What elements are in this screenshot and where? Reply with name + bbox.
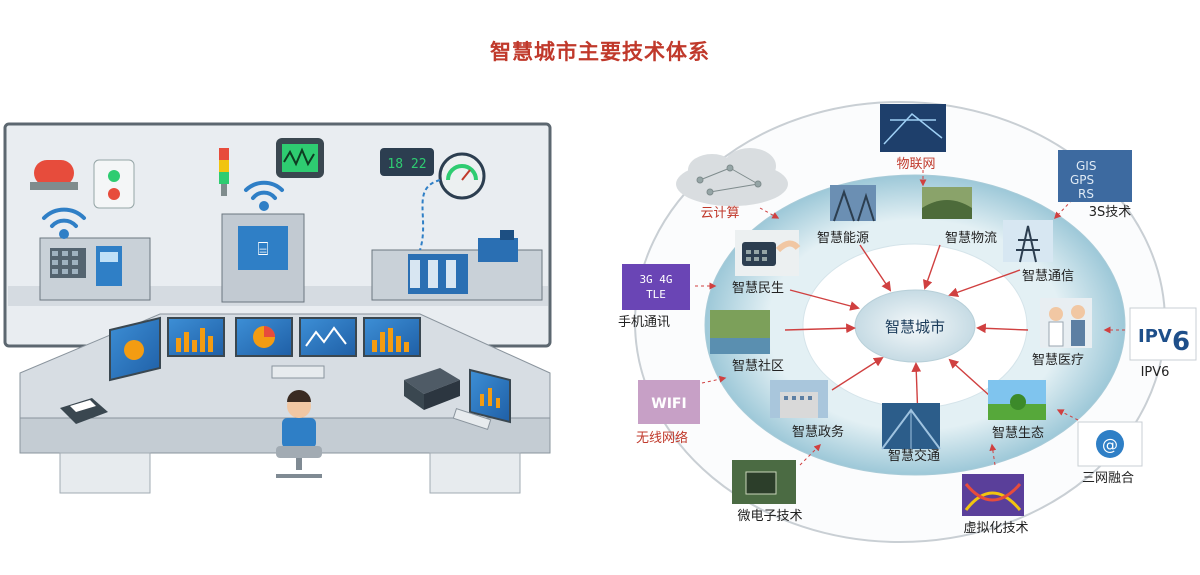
- svg-text:IPV: IPV: [1138, 326, 1172, 347]
- smart-livelihood-photo: [735, 230, 801, 276]
- stop-switch-icon: [93, 159, 135, 209]
- desk-monitor-pie: [235, 317, 293, 357]
- outer-label-iot: 物联网: [896, 157, 935, 172]
- operator-figure: [276, 390, 322, 478]
- inner-label-medical: 智慧医疗: [1032, 352, 1084, 368]
- smart-government-photo: [770, 380, 828, 418]
- alarm-light-icon: [30, 160, 78, 190]
- machine-left: [39, 237, 151, 301]
- svg-text:@: @: [1102, 435, 1118, 454]
- ipv6-icon: IPV 6: [1129, 307, 1197, 361]
- smart-city-diagram: 智慧城市 智慧能源 智慧物流: [618, 101, 1197, 543]
- inner-label-communication: 智慧通信: [1022, 268, 1074, 284]
- page-title: 智慧城市主要技术体系: [490, 40, 710, 64]
- oscilloscope-icon: [276, 138, 324, 178]
- inner-label-livelihood: 智慧民生: [732, 280, 784, 296]
- outer-label-wireless: 无线网络: [636, 430, 688, 446]
- machine-center: ⌸: [221, 213, 305, 303]
- machine-right: [371, 230, 543, 301]
- digital-clock-icon: 18 22: [380, 148, 434, 176]
- svg-text:6: 6: [1172, 327, 1190, 357]
- signal-tower-light-icon: [219, 148, 229, 196]
- smart-communication-photo: [1003, 220, 1053, 263]
- outer-label-ipv6: IPV6: [1141, 365, 1170, 380]
- outer-label-cloud: 云计算: [700, 206, 739, 221]
- desk-monitor-line: [299, 317, 357, 357]
- control-room-illustration: ⌸ 18 22: [3, 122, 552, 494]
- svg-text:GPS: GPS: [1070, 173, 1094, 187]
- desk-monitor-bars: [167, 317, 225, 357]
- svg-text:18 22: 18 22: [387, 157, 426, 172]
- outer-label-microelectronics: 微电子技术: [737, 509, 802, 524]
- smart-ecology-photo: [988, 380, 1046, 420]
- wireless-network-icon: WIFI: [638, 380, 700, 424]
- gauge-cable: [419, 179, 441, 251]
- wifi-signal-icon: [42, 207, 86, 239]
- desk-monitor-bars-2: [363, 317, 421, 357]
- smart-medical-photo: [1040, 298, 1092, 348]
- smart-logistics-photo: [922, 187, 972, 219]
- smart-community-photo: [710, 310, 770, 354]
- inner-label-community: 智慧社区: [732, 358, 784, 374]
- inner-label-government: 智慧政务: [792, 424, 844, 440]
- outer-arrows: [695, 170, 1125, 466]
- smart-energy-photo: [830, 185, 876, 222]
- 3s-technology-icon: GIS GPS RS: [1058, 150, 1132, 202]
- outer-label-3s: 3S技术: [1089, 205, 1132, 220]
- svg-text:TLE: TLE: [646, 288, 666, 301]
- svg-text:RS: RS: [1078, 187, 1094, 201]
- cloud-computing-icon: [676, 148, 788, 206]
- keyboard-icon: [271, 365, 325, 379]
- temperature-gauge-icon: [438, 152, 486, 200]
- inner-label-traffic: 智慧交通: [888, 448, 940, 464]
- inner-label-logistics: 智慧物流: [945, 230, 997, 246]
- wifi-signal-icon: [244, 180, 284, 211]
- outer-label-virtualization: 虚拟化技术: [963, 521, 1028, 536]
- svg-text:3G 4G: 3G 4G: [639, 273, 672, 286]
- svg-text:WIFI: WIFI: [651, 396, 686, 412]
- desk-monitor-right: [469, 368, 511, 424]
- outer-label-triple-network: 三网融合: [1082, 471, 1134, 486]
- triple-network-icon: @: [1077, 421, 1143, 467]
- mobile-communication-icon: 3G 4G TLE: [622, 264, 690, 310]
- virtualization-icon: [962, 474, 1024, 516]
- svg-text:GIS: GIS: [1076, 159, 1096, 173]
- keyboard-icon: [452, 408, 492, 430]
- svg-text:⌸: ⌸: [258, 239, 269, 260]
- inner-label-ecology: 智慧生态: [992, 425, 1044, 441]
- desk-monitor-left: [109, 316, 161, 382]
- printer-icon: [60, 398, 108, 424]
- microelectronics-icon: [732, 460, 796, 504]
- inner-label-energy: 智慧能源: [817, 230, 869, 246]
- iot-icon: [880, 104, 946, 152]
- center-label: 智慧城市: [885, 318, 945, 336]
- smart-traffic-photo: [881, 403, 941, 450]
- server-box-icon: [404, 368, 460, 410]
- outer-label-mobile: 手机通讯: [618, 315, 670, 330]
